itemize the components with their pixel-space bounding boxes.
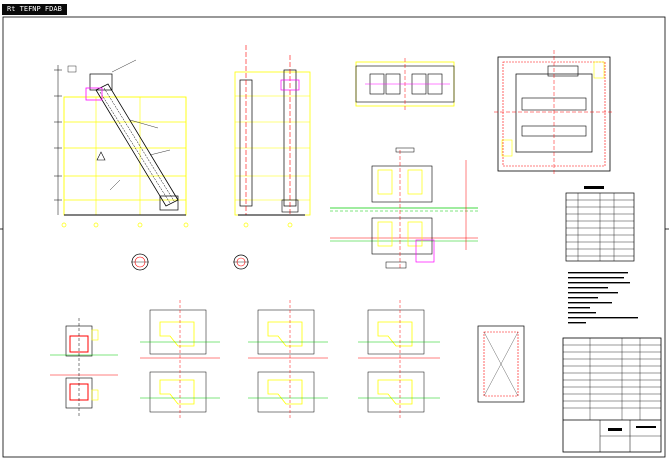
sheet-border — [2, 16, 666, 458]
section-detail-circles — [131, 253, 249, 271]
title-block — [562, 337, 662, 453]
model-tab[interactable]: Rt TEFNP FDAB — [2, 4, 67, 15]
plan-view-top — [355, 58, 455, 110]
elevation-view-main — [54, 59, 189, 228]
detail-view-1 — [50, 318, 118, 418]
general-notes — [568, 272, 638, 324]
detail-plan-small — [477, 325, 525, 403]
detail-view-3 — [248, 300, 328, 420]
elevation-view-side — [234, 45, 311, 228]
material-table — [565, 186, 635, 262]
plan-view-right — [494, 50, 614, 175]
detail-view-2 — [140, 300, 220, 420]
detail-view-4 — [358, 300, 440, 420]
section-view-middle — [330, 147, 478, 270]
